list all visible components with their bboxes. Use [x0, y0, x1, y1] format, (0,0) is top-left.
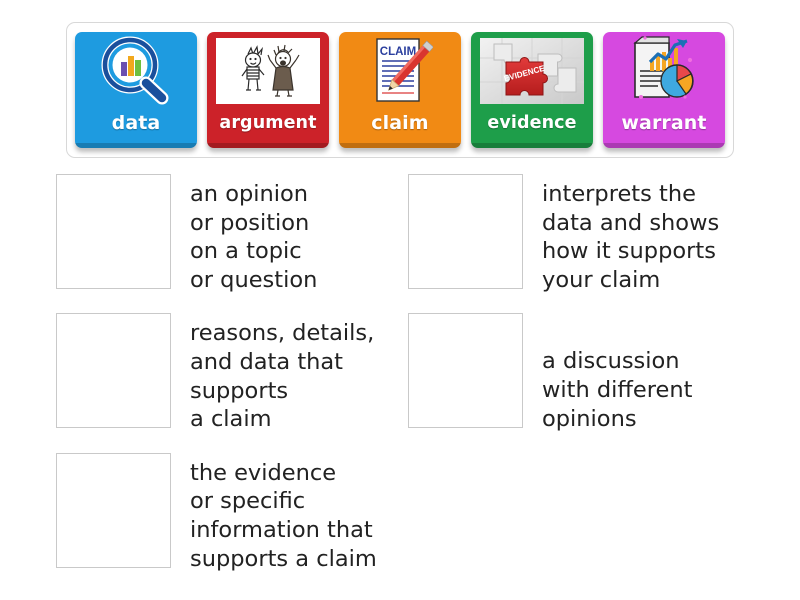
tile-label-claim: claim	[371, 112, 429, 134]
dropzone-left-2[interactable]	[56, 313, 171, 429]
tile-claim[interactable]: CLAIM	[339, 32, 461, 148]
tile-art-argument	[207, 32, 329, 110]
svg-text:CLAIM: CLAIM	[380, 46, 416, 58]
evidence-puzzle-pieces-icon: EVIDENCE	[480, 38, 584, 104]
evidence-picture-frame: EVIDENCE	[480, 38, 584, 104]
answer-row: reasons, details, and data that supports…	[56, 313, 416, 433]
dropzone-right-2[interactable]	[408, 313, 523, 429]
word-tile-tray: data	[66, 22, 734, 158]
answer-text-left-1: an opinion or position on a topic or que…	[190, 181, 318, 293]
answer-row: a discussion with different opinions	[408, 313, 768, 433]
magnifier-bar-chart-icon	[99, 36, 173, 106]
answer-column-right: interprets the data and shows how it sup…	[408, 174, 768, 452]
answer-text-left-2: reasons, details, and data that supports…	[190, 320, 375, 433]
argument-picture-frame	[216, 38, 320, 104]
tile-label-data: data	[111, 112, 161, 134]
answer-text-right-2: a discussion with different opinions	[542, 348, 693, 432]
tile-argument[interactable]: argument	[207, 32, 329, 148]
answer-text-left-3: the evidence or specific information tha…	[190, 459, 377, 572]
answer-row: interprets the data and shows how it sup…	[408, 174, 768, 294]
dropzone-right-1[interactable]	[408, 174, 523, 289]
claim-document-pencil-icon: CLAIM	[367, 35, 433, 107]
tile-evidence[interactable]: EVIDENCE evidence	[471, 32, 593, 148]
report-chart-piechart-icon	[625, 35, 703, 107]
answer-column-left: an opinion or position on a topic or que…	[56, 174, 416, 592]
answer-text-right-1: interprets the data and shows how it sup…	[542, 181, 720, 293]
tile-art-data	[75, 32, 197, 110]
answer-row: the evidence or specific information tha…	[56, 452, 416, 573]
tile-label-evidence: evidence	[487, 113, 577, 133]
tile-data[interactable]: data	[75, 32, 197, 148]
tile-label-argument: argument	[219, 113, 317, 133]
dropzone-left-1[interactable]	[56, 174, 171, 289]
two-arguing-kids-icon	[222, 42, 314, 100]
answer-row: an opinion or position on a topic or que…	[56, 174, 416, 294]
tile-art-evidence: EVIDENCE	[471, 32, 593, 110]
tile-warrant[interactable]: warrant	[603, 32, 725, 148]
tile-art-warrant	[603, 32, 725, 110]
answer-grid: an opinion or position on a topic or que…	[0, 170, 800, 590]
tile-label-warrant: warrant	[621, 112, 707, 134]
dropzone-left-3[interactable]	[56, 452, 171, 568]
tile-art-claim: CLAIM	[339, 32, 461, 110]
